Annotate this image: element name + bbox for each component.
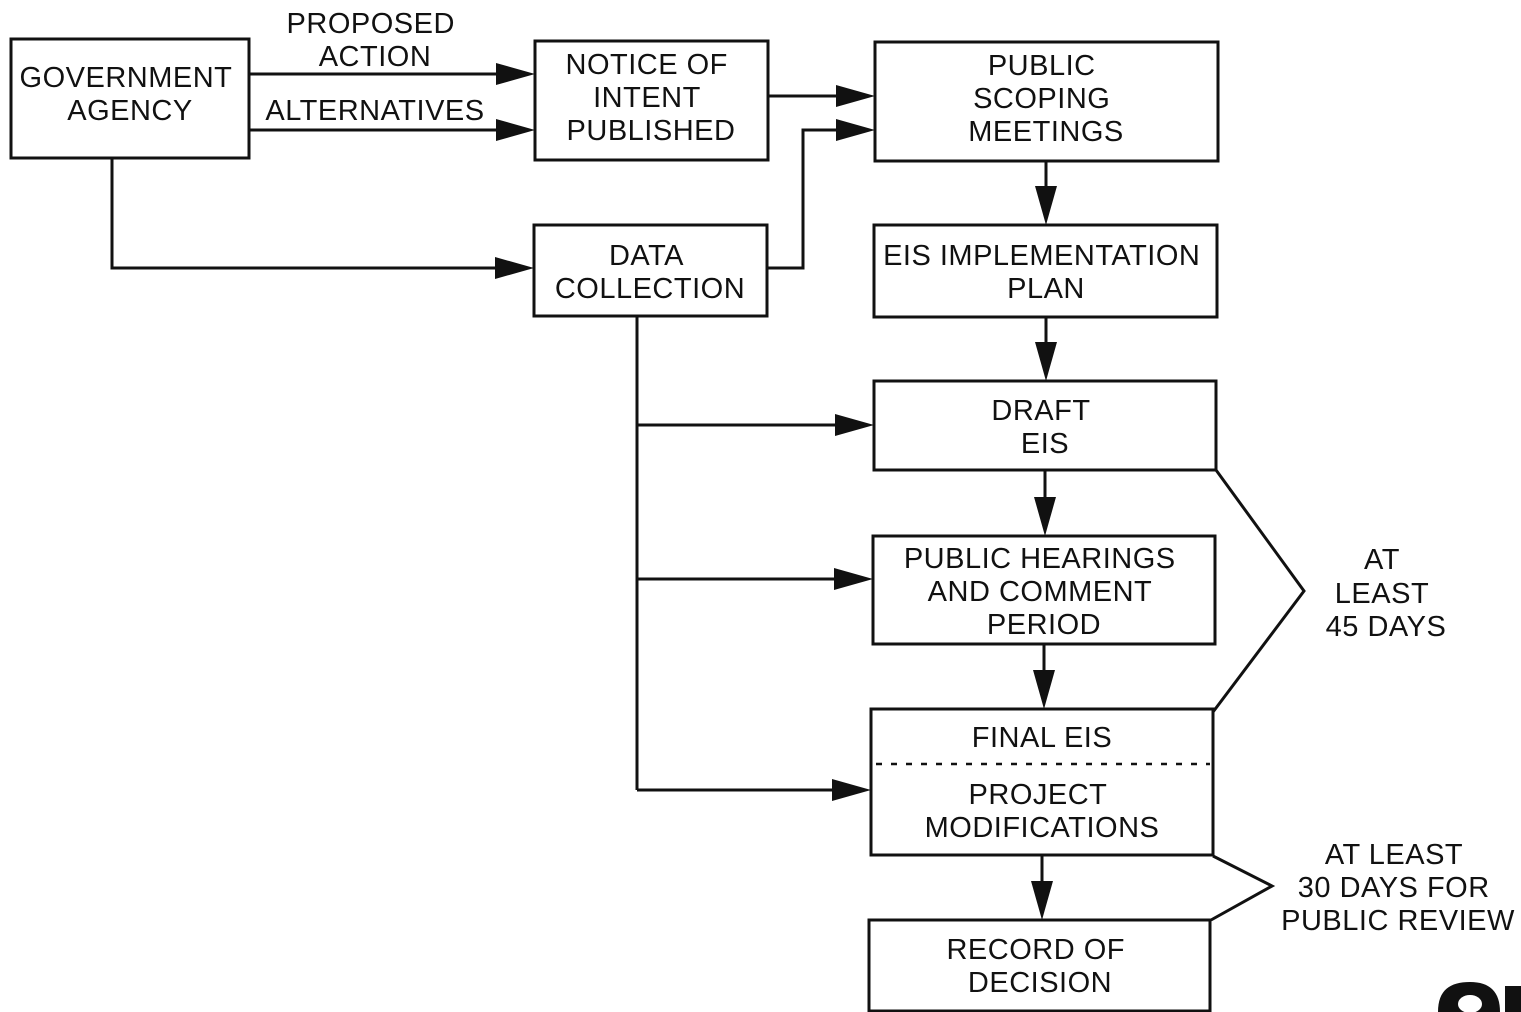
- logo-fragment: [1438, 982, 1521, 1012]
- final-eis-label: FINAL EIS: [972, 722, 1112, 754]
- 45-days-bracket: [1211, 469, 1306, 713]
- proposed-action-label: PROPOSED ACTION: [287, 8, 464, 73]
- government-agency-label: GOVERNMENT AGENCY: [20, 62, 241, 127]
- arrowhead-right: [834, 568, 873, 590]
- arrowhead-right: [836, 85, 875, 107]
- at-least-45-days-annotation: AT LEAST 45 DAYS: [1326, 544, 1447, 643]
- arrowhead-down: [1035, 342, 1057, 381]
- agency-to-data-connector: [110, 158, 504, 270]
- arrowhead-right: [835, 414, 874, 436]
- project-modifications-label: PROJECT MODIFICATIONS: [925, 779, 1160, 844]
- data-collection-box: [532, 223, 769, 318]
- at-least-30-days-annotation: AT LEAST 30 DAYS FOR PUBLIC REVIEW: [1281, 839, 1515, 937]
- government-agency-box: [9, 37, 251, 160]
- arrowhead-down: [1035, 186, 1057, 225]
- notice-of-intent-box: [533, 39, 770, 162]
- public-scoping-label: PUBLIC SCOPING MEETINGS: [968, 50, 1123, 148]
- data-collection-label: DATA COLLECTION: [555, 240, 745, 305]
- record-of-decision-box: [867, 918, 1212, 1012]
- notice-of-intent-label: NOTICE OF INTENT PUBLISHED: [566, 49, 737, 147]
- arrowhead-down: [1034, 497, 1056, 536]
- arrowhead-right: [496, 119, 535, 141]
- draft-eis-label: DRAFT EIS: [991, 395, 1098, 460]
- draft-eis-box: [872, 379, 1218, 472]
- arrowhead-right: [836, 119, 875, 141]
- arrowhead-down: [1031, 881, 1053, 920]
- eis-implementation-label: EIS IMPLEMENTATION PLAN: [883, 240, 1209, 305]
- alternatives-label: ALTERNATIVES: [265, 95, 484, 127]
- arrowhead-right: [496, 63, 535, 85]
- arrowhead-right: [495, 257, 534, 279]
- data-to-scoping-connector: [767, 128, 845, 270]
- 30-days-bracket: [1210, 854, 1276, 922]
- final-eis-box: [869, 707, 1215, 857]
- public-scoping-box: [873, 40, 1220, 163]
- arrowhead-right: [832, 779, 871, 801]
- public-hearings-label: PUBLIC HEARINGS AND COMMENT PERIOD: [904, 543, 1184, 641]
- arrowhead-down: [1033, 670, 1055, 709]
- record-of-decision-label: RECORD OF DECISION: [946, 934, 1133, 999]
